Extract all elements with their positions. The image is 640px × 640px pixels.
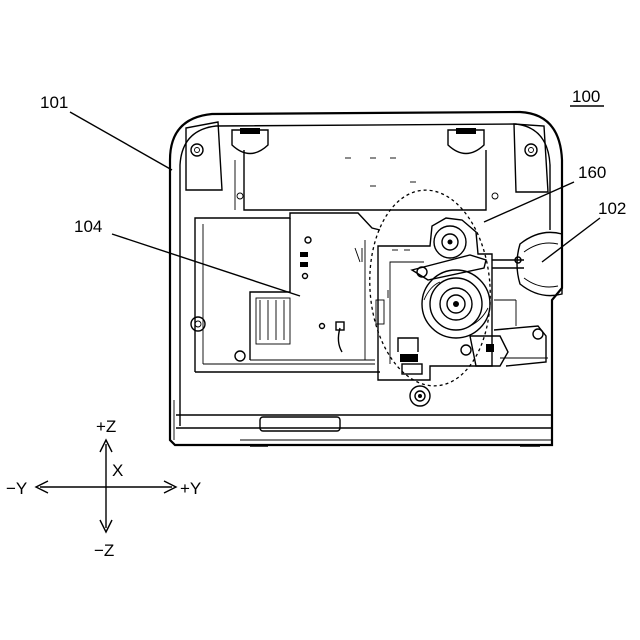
mechanism-assembly (363, 186, 548, 406)
coordinate-axes (36, 440, 176, 532)
inner-cavity (191, 213, 380, 372)
label-104: 104 (74, 217, 102, 236)
label-102: 102 (598, 199, 626, 218)
axis-plus-y: +Y (180, 479, 201, 498)
axis-x: X (112, 461, 123, 480)
label-101: 101 (40, 93, 68, 112)
axis-minus-z: −Z (94, 541, 114, 560)
axis-plus-z: +Z (96, 417, 116, 436)
top-panel (186, 122, 548, 210)
label-160: 160 (578, 163, 606, 182)
device-housing (170, 112, 562, 446)
axis-minus-y: −Y (6, 479, 27, 498)
figure-ref-100: 100 (572, 87, 600, 106)
